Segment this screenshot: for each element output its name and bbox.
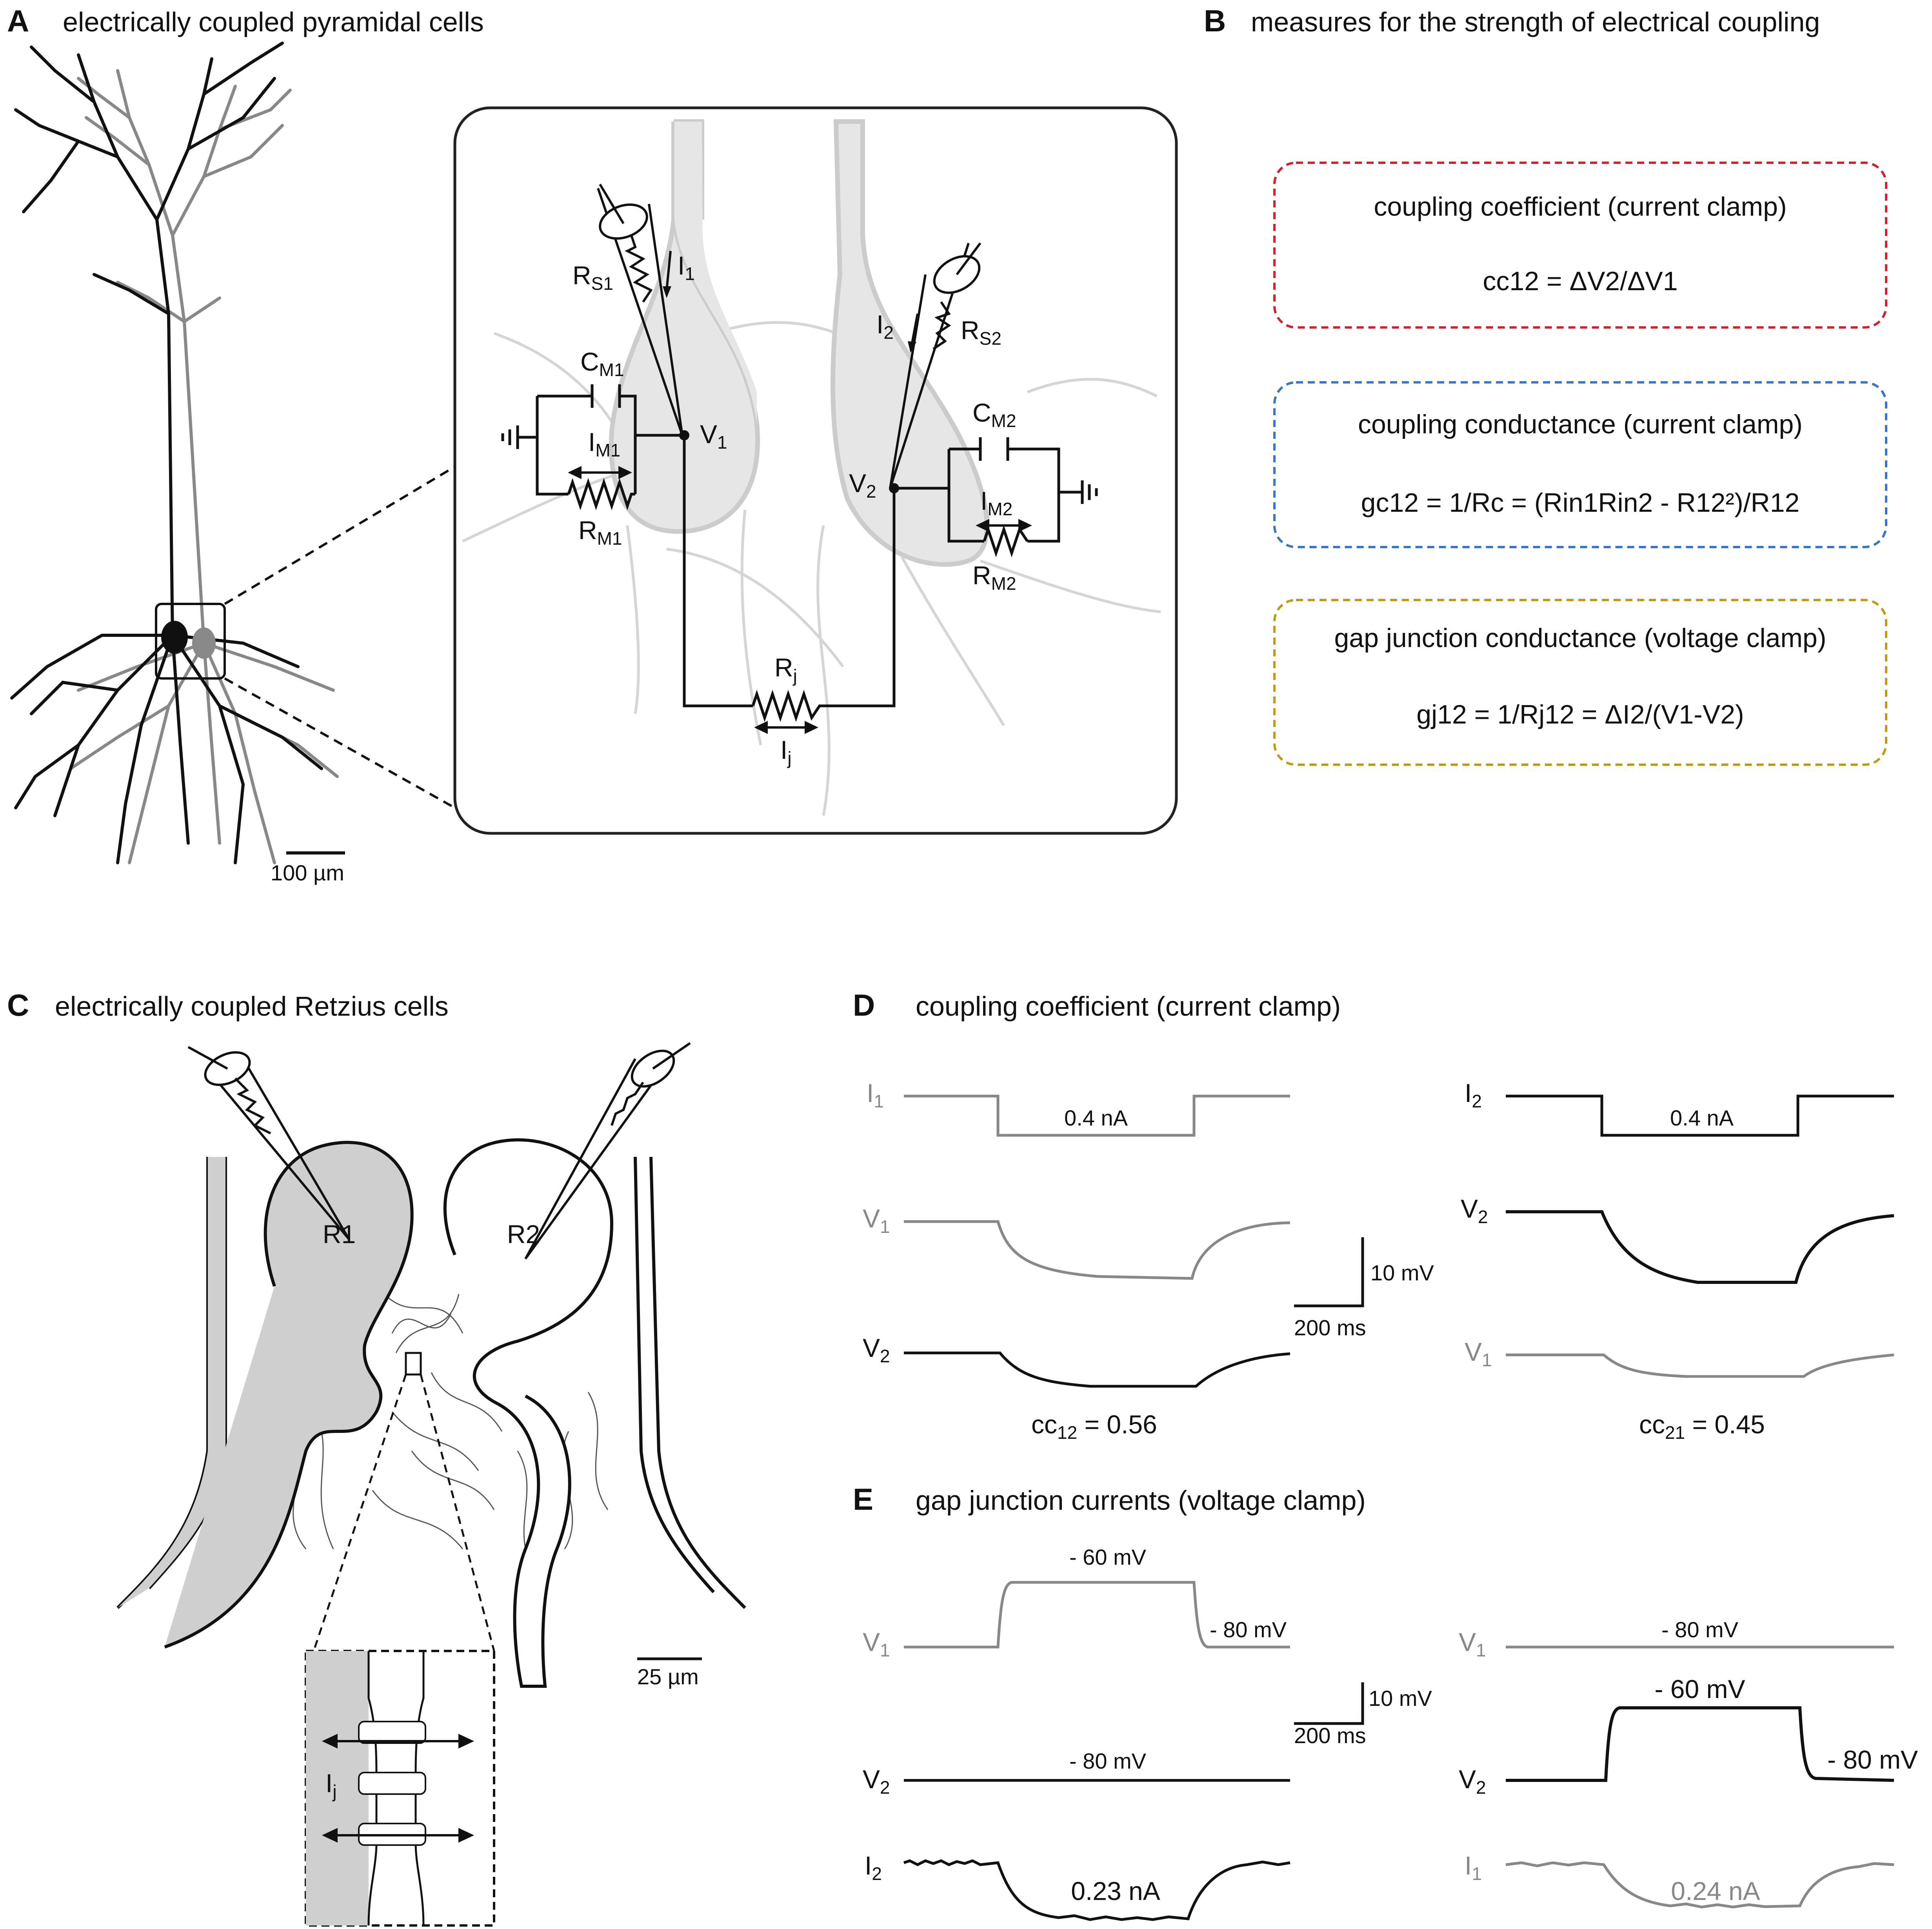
d-left-cc-label: cc12 = 0.56: [1031, 1410, 1157, 1443]
e-left-current-label: 0.23 nA: [1071, 1876, 1160, 1905]
circuit-diagram: RS1 I1 CM1 V1 IM1 RM1 I2 RS2 CM2 V2 IM2 …: [453, 106, 1178, 835]
inset-ij-label: Ij: [325, 1769, 337, 1802]
e-scale-v: 10 mV: [1369, 1686, 1432, 1711]
e-scale-t: 200 ms: [1294, 1723, 1366, 1748]
zoom-line-top: [224, 465, 456, 605]
measure-box-coupling-conductance: coupling conductance (current clamp) gc1…: [1273, 381, 1887, 548]
e-scale-bar: [1294, 1682, 1364, 1725]
cell-r1: [164, 1141, 414, 1649]
cell-r2: [443, 1138, 614, 1688]
panel-c-scale-label: 25 µm: [637, 1664, 699, 1689]
panel-c-title: electrically coupled Retzius cells: [55, 991, 449, 1022]
measure-box-heading: coupling coefficient (current clamp): [1374, 192, 1787, 222]
panel-a-letter: A: [7, 4, 29, 38]
e-right-i-trace: [1505, 1861, 1894, 1909]
e-left-i-trace: [903, 1859, 1290, 1921]
d-right-cc-label: cc21 = 0.45: [1639, 1410, 1765, 1443]
e-left-i-label: I2: [865, 1851, 882, 1884]
panel-d: D coupling coefficient (current clamp) I…: [853, 988, 1894, 1443]
zoom-line-bottom: [224, 677, 456, 809]
v1-label: V1: [700, 420, 727, 453]
d-scale-t: 200 ms: [1294, 1315, 1366, 1340]
d-left-v2-trace: [904, 1351, 1290, 1388]
d-right-current-label: 0.4 nA: [1670, 1105, 1734, 1130]
e-right-hold-label: - 80 mV: [1827, 1745, 1918, 1774]
cm1-label: CM1: [580, 347, 624, 380]
panel-d-letter: D: [853, 988, 875, 1022]
panel-c: C electrically coupled Retzius cells: [7, 988, 746, 1927]
e-right-v1-label: V1: [1459, 1627, 1486, 1660]
zoom-region-box: [155, 603, 226, 680]
rs1-label: RS1: [573, 261, 613, 294]
rj-label: Rj: [774, 653, 797, 686]
d-left-i1-label: I1: [867, 1078, 884, 1111]
measure-box-heading: gap junction conductance (voltage clamp): [1334, 623, 1827, 653]
e-right-current-label: 0.24 nA: [1671, 1876, 1760, 1905]
i2-label: I2: [876, 310, 894, 343]
im1-label: IM1: [588, 427, 620, 460]
v2-label: V2: [849, 469, 876, 502]
measure-box-coupling-coefficient: coupling coefficient (current clamp) cc1…: [1273, 162, 1887, 329]
panel-d-title: coupling coefficient (current clamp): [916, 991, 1341, 1022]
gap-junction-inset: Ij: [305, 1650, 495, 1927]
measure-box-heading: coupling conductance (current clamp): [1358, 409, 1803, 439]
measure-box-formula: gj12 = 1/Rj12 = ΔI2/(V1-V2): [1416, 700, 1744, 729]
i1-label: I1: [678, 251, 695, 284]
measure-box-formula: cc12 = ΔV2/ΔV1: [1483, 266, 1678, 296]
e-right-v2-trace: [1506, 1706, 1894, 1782]
rm2-label: RM2: [972, 561, 1016, 594]
im2-label: IM2: [980, 486, 1012, 519]
electrode-c2-icon: [524, 1042, 691, 1260]
pyramidal-neurons-drawing: [10, 42, 339, 864]
d-right-v2-trace: [1506, 1210, 1894, 1284]
d-left-v1-trace: [904, 1220, 1290, 1280]
d-right-v1-label: V1: [1465, 1337, 1492, 1370]
d-scale-bar: [1294, 1237, 1364, 1307]
rs2-label: RS2: [961, 316, 1001, 349]
e-right-v1-hold-label: - 80 mV: [1661, 1617, 1739, 1642]
black-soma-icon: [161, 621, 188, 654]
gray-soma-icon: [192, 627, 216, 659]
panel-b-title: measures for the strength of electrical …: [1251, 7, 1820, 37]
panel-e-letter: E: [853, 1482, 873, 1516]
panel-a-title: electrically coupled pyramidal cells: [63, 7, 484, 37]
e-left-v1-label: V1: [863, 1627, 890, 1660]
panel-e-title: gap junction currents (voltage clamp): [916, 1485, 1366, 1516]
d-right-i2-label: I2: [1465, 1078, 1482, 1111]
d-left-current-label: 0.4 nA: [1064, 1105, 1128, 1130]
panel-b-letter: B: [1204, 4, 1226, 38]
d-right-v1-trace: [1506, 1353, 1894, 1378]
e-right-v2-label: V2: [1459, 1765, 1486, 1798]
d-right-i2-trace: [1506, 1094, 1894, 1137]
panel-b: B measures for the strength of electrica…: [1204, 4, 1887, 766]
panel-a: A electrically coupled pyramidal cells: [7, 4, 1178, 885]
e-left-v2-hold-label: - 80 mV: [1069, 1749, 1147, 1773]
measure-box-gap-junction-conductance: gap junction conductance (voltage clamp)…: [1273, 599, 1887, 766]
ij-label: Ij: [780, 735, 792, 768]
e-left-hold-label: - 80 mV: [1210, 1617, 1287, 1642]
electrode-c1-icon: [187, 1046, 350, 1240]
inset-region-box: [405, 1352, 422, 1376]
panel-c-letter: C: [7, 988, 29, 1022]
d-scale-v: 10 mV: [1370, 1260, 1434, 1285]
panel-e: E gap junction currents (voltage clamp) …: [853, 1482, 1918, 1921]
cm2-label: CM2: [972, 398, 1016, 431]
e-right-step-label: - 60 mV: [1654, 1674, 1745, 1704]
d-left-i1-trace: [904, 1094, 1290, 1137]
e-right-i-label: I1: [1465, 1851, 1482, 1884]
e-left-v1-trace: [904, 1581, 1290, 1649]
d-right-v2-label: V2: [1461, 1194, 1488, 1227]
e-left-v2-label: V2: [863, 1765, 890, 1798]
d-left-v1-label: V1: [863, 1204, 890, 1237]
measure-box-formula: gc12 = 1/Rc = (Rin1Rin2 - R12²)/R12: [1361, 488, 1800, 518]
d-left-v2-label: V2: [863, 1333, 890, 1366]
panel-a-scale-label: 100 µm: [271, 860, 344, 885]
rm1-label: RM1: [578, 516, 622, 549]
e-left-step-label: - 60 mV: [1069, 1545, 1147, 1569]
